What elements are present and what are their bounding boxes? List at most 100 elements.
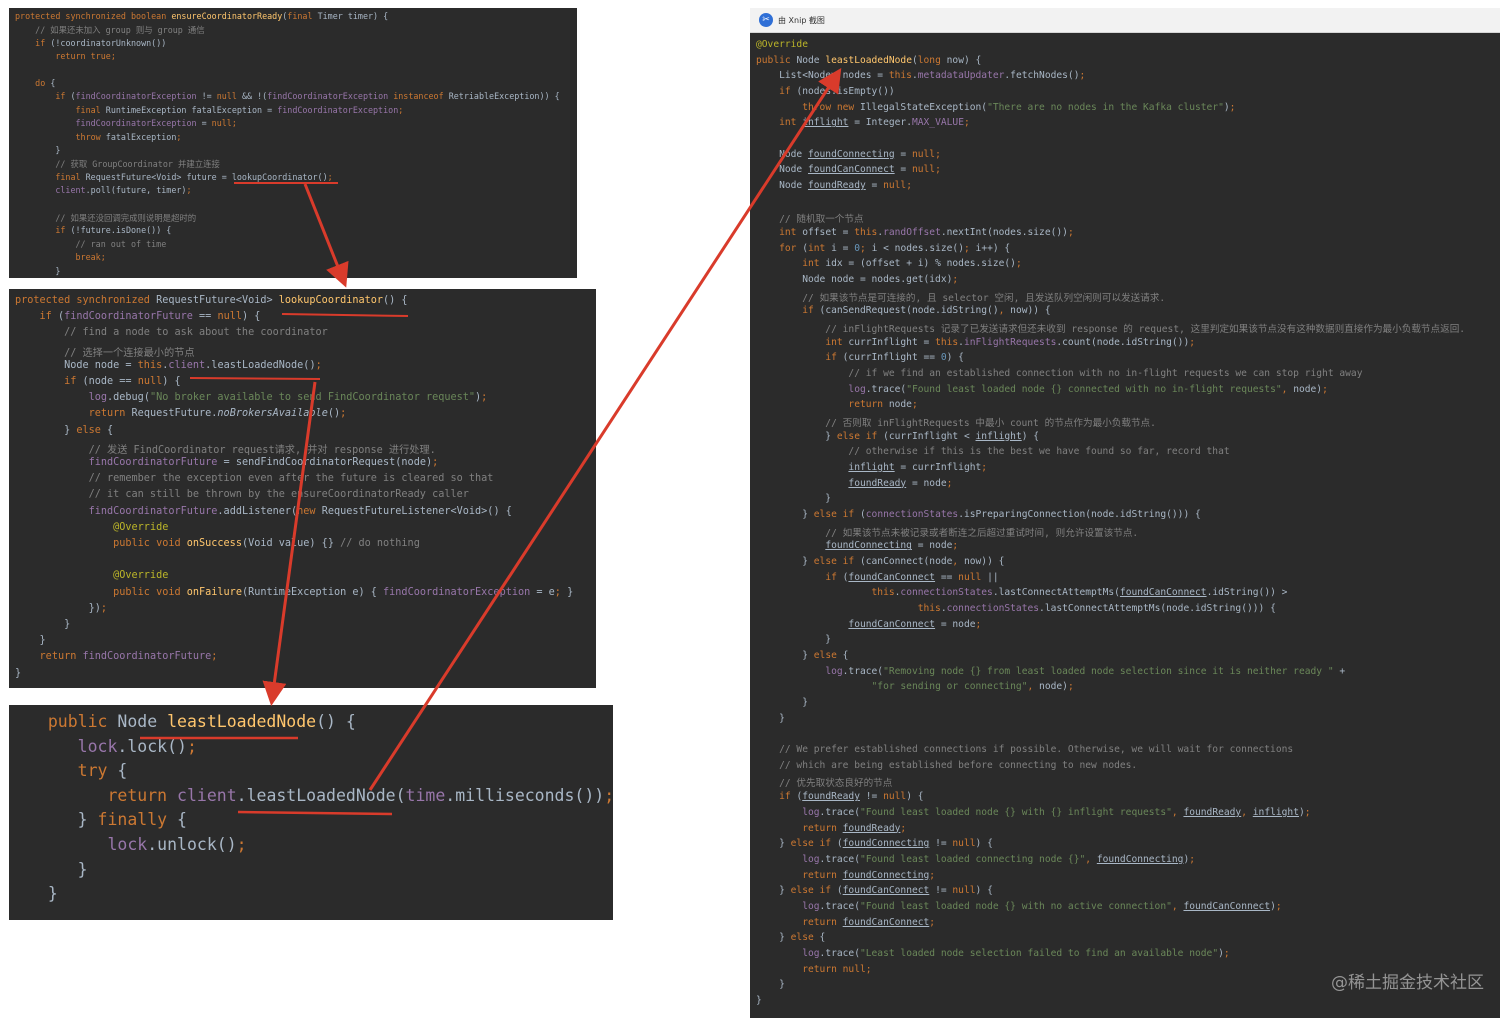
code-token: RequestFuture. bbox=[131, 408, 218, 420]
code-token bbox=[756, 384, 848, 395]
code-token: ( bbox=[836, 885, 843, 897]
code-line: for (int i = 0; i < nodes.size(); i++) { bbox=[756, 243, 1010, 254]
code-token: ) bbox=[1270, 900, 1276, 912]
code-token: .fetchNodes() bbox=[1004, 70, 1080, 82]
code-token: ; bbox=[906, 180, 912, 192]
code-token: RequestFuture<Void> future = lookupCoord… bbox=[85, 171, 328, 182]
code-line: // find a node to ask about the coordina… bbox=[15, 327, 328, 338]
code-token bbox=[756, 399, 848, 410]
code-token: for bbox=[779, 242, 803, 254]
code-line: } finally { bbox=[28, 810, 187, 829]
code-token bbox=[15, 252, 76, 262]
code-token: return bbox=[107, 785, 178, 805]
code-token: this bbox=[888, 70, 912, 82]
code-token: } bbox=[756, 712, 785, 724]
code-token: } bbox=[756, 493, 832, 505]
code-token: @Override bbox=[756, 39, 808, 50]
code-line: int offset = this.randOffset.nextInt(nod… bbox=[756, 227, 1074, 238]
code-line: } bbox=[756, 493, 831, 504]
code-line: } bbox=[15, 145, 60, 155]
code-line: int inflight = Integer.MAX_VALUE; bbox=[756, 117, 970, 128]
window-title-bar: ✂ 由 Xnip 截图 bbox=[750, 8, 1500, 33]
code-token: .lock() bbox=[117, 736, 187, 756]
code-line: if (findCoordinatorFuture == null) { bbox=[15, 311, 261, 323]
code-token: // 如果该节点未被记录或者断连之后超过重试时间, 则允许设置该节点. bbox=[756, 527, 1139, 539]
code-token: // 获取 GroupCoordinator 并建立连接 bbox=[15, 159, 220, 170]
code-token: .leastLoadedNode() bbox=[205, 359, 316, 371]
code-token: 0 bbox=[854, 242, 860, 254]
code-token bbox=[756, 86, 779, 97]
code-token: ; bbox=[1067, 227, 1074, 239]
code-token: .lastConnectAttemptMs( bbox=[992, 587, 1120, 599]
code-line: // 发送 FindCoordinator request请求, 并对 resp… bbox=[15, 441, 436, 456]
code-token: foundCanConnect bbox=[807, 164, 895, 176]
code-line: } bbox=[756, 634, 831, 645]
code-line: protected synchronized RequestFuture<Voi… bbox=[15, 295, 408, 306]
code-token: metadataUpdater bbox=[917, 70, 1005, 82]
code-line: // if we find an established connection … bbox=[756, 368, 1362, 379]
code-token: ( bbox=[70, 91, 76, 102]
code-token: } bbox=[756, 634, 832, 646]
code-token: = e bbox=[530, 586, 555, 598]
code-token: // 否则取 inFlightRequests 中最小 count 的节点作为最… bbox=[756, 418, 1156, 430]
code-line: findCoordinatorException = null; bbox=[15, 118, 237, 128]
code-line: // remember the exception even after the… bbox=[15, 473, 494, 484]
code-token: public void bbox=[113, 538, 187, 549]
code-token: .trace( bbox=[819, 853, 860, 865]
code-token: .trace( bbox=[819, 806, 860, 818]
code-token: null bbox=[137, 376, 163, 387]
code-line: log.trace("Found least loaded node {} co… bbox=[756, 383, 1328, 395]
code-token: ; bbox=[1304, 806, 1311, 818]
code-token: findCoordinatorException bbox=[267, 91, 389, 102]
code-token: = bbox=[196, 118, 212, 129]
code-token: findCoordinatorException bbox=[75, 118, 197, 129]
code-token: long bbox=[917, 54, 947, 66]
code-token: } bbox=[567, 586, 574, 598]
code-line: } bbox=[756, 713, 785, 724]
code-token: ; bbox=[1223, 947, 1230, 959]
code-token: .trace( bbox=[819, 900, 860, 912]
code-token: if bbox=[825, 352, 843, 364]
code-token: offset = bbox=[802, 227, 855, 239]
code-line: // 获取 GroupCoordinator 并建立连接 bbox=[15, 158, 220, 170]
code-token: .milliseconds()) bbox=[445, 785, 605, 805]
code-line: } else { bbox=[15, 425, 113, 436]
code-token: findCoordinatorFuture bbox=[64, 311, 193, 323]
code-token bbox=[756, 587, 872, 598]
code-token: (node == bbox=[82, 376, 138, 387]
code-token: . bbox=[894, 587, 901, 599]
code-token: } bbox=[15, 635, 46, 647]
code-token: } bbox=[15, 667, 22, 679]
code-line: @Override bbox=[756, 39, 808, 50]
code-token: inflight bbox=[975, 430, 1022, 442]
code-token: . bbox=[940, 603, 947, 615]
code-line: break; bbox=[15, 252, 106, 262]
code-token: RequestFutureListener<Void>() { bbox=[321, 505, 512, 517]
code-line: log.debug("No broker available to send F… bbox=[15, 392, 488, 403]
code-token: // 优先取状态良好的节点 bbox=[756, 778, 893, 790]
code-token: ensureCoordinatorReady bbox=[171, 11, 283, 21]
code-token bbox=[15, 105, 76, 115]
code-token: leastLoadedNode bbox=[167, 712, 317, 731]
code-token: } bbox=[756, 979, 785, 991]
code-token: ( bbox=[911, 54, 918, 66]
code-token: findCoordinatorException bbox=[383, 586, 531, 598]
code-token: "Found least loaded node {} connected wi… bbox=[906, 383, 1282, 395]
code-token: = sendFindCoordinatorRequest(node) bbox=[217, 457, 433, 468]
code-line: } else if (foundCanConnect != null) { bbox=[756, 885, 993, 896]
code-token: break bbox=[75, 252, 101, 263]
code-line: } else if (foundConnecting != null) { bbox=[756, 838, 993, 849]
code-token: if bbox=[39, 311, 58, 323]
code-token: null bbox=[952, 838, 976, 850]
code-token: ) { bbox=[975, 885, 993, 897]
code-token: time bbox=[405, 785, 446, 805]
code-token: // otherwise if this is the best we have… bbox=[756, 446, 1230, 458]
code-token: foundConnecting bbox=[842, 838, 930, 850]
code-token: instanceof bbox=[393, 91, 449, 102]
code-token: public bbox=[756, 54, 797, 66]
code-line: this.connectionStates.lastConnectAttempt… bbox=[756, 603, 1276, 614]
code-token: ; bbox=[1322, 383, 1328, 395]
code-token: ) { bbox=[1021, 430, 1040, 442]
code-token: RequestFuture<Void> bbox=[156, 295, 279, 306]
code-line: } bbox=[28, 860, 88, 879]
